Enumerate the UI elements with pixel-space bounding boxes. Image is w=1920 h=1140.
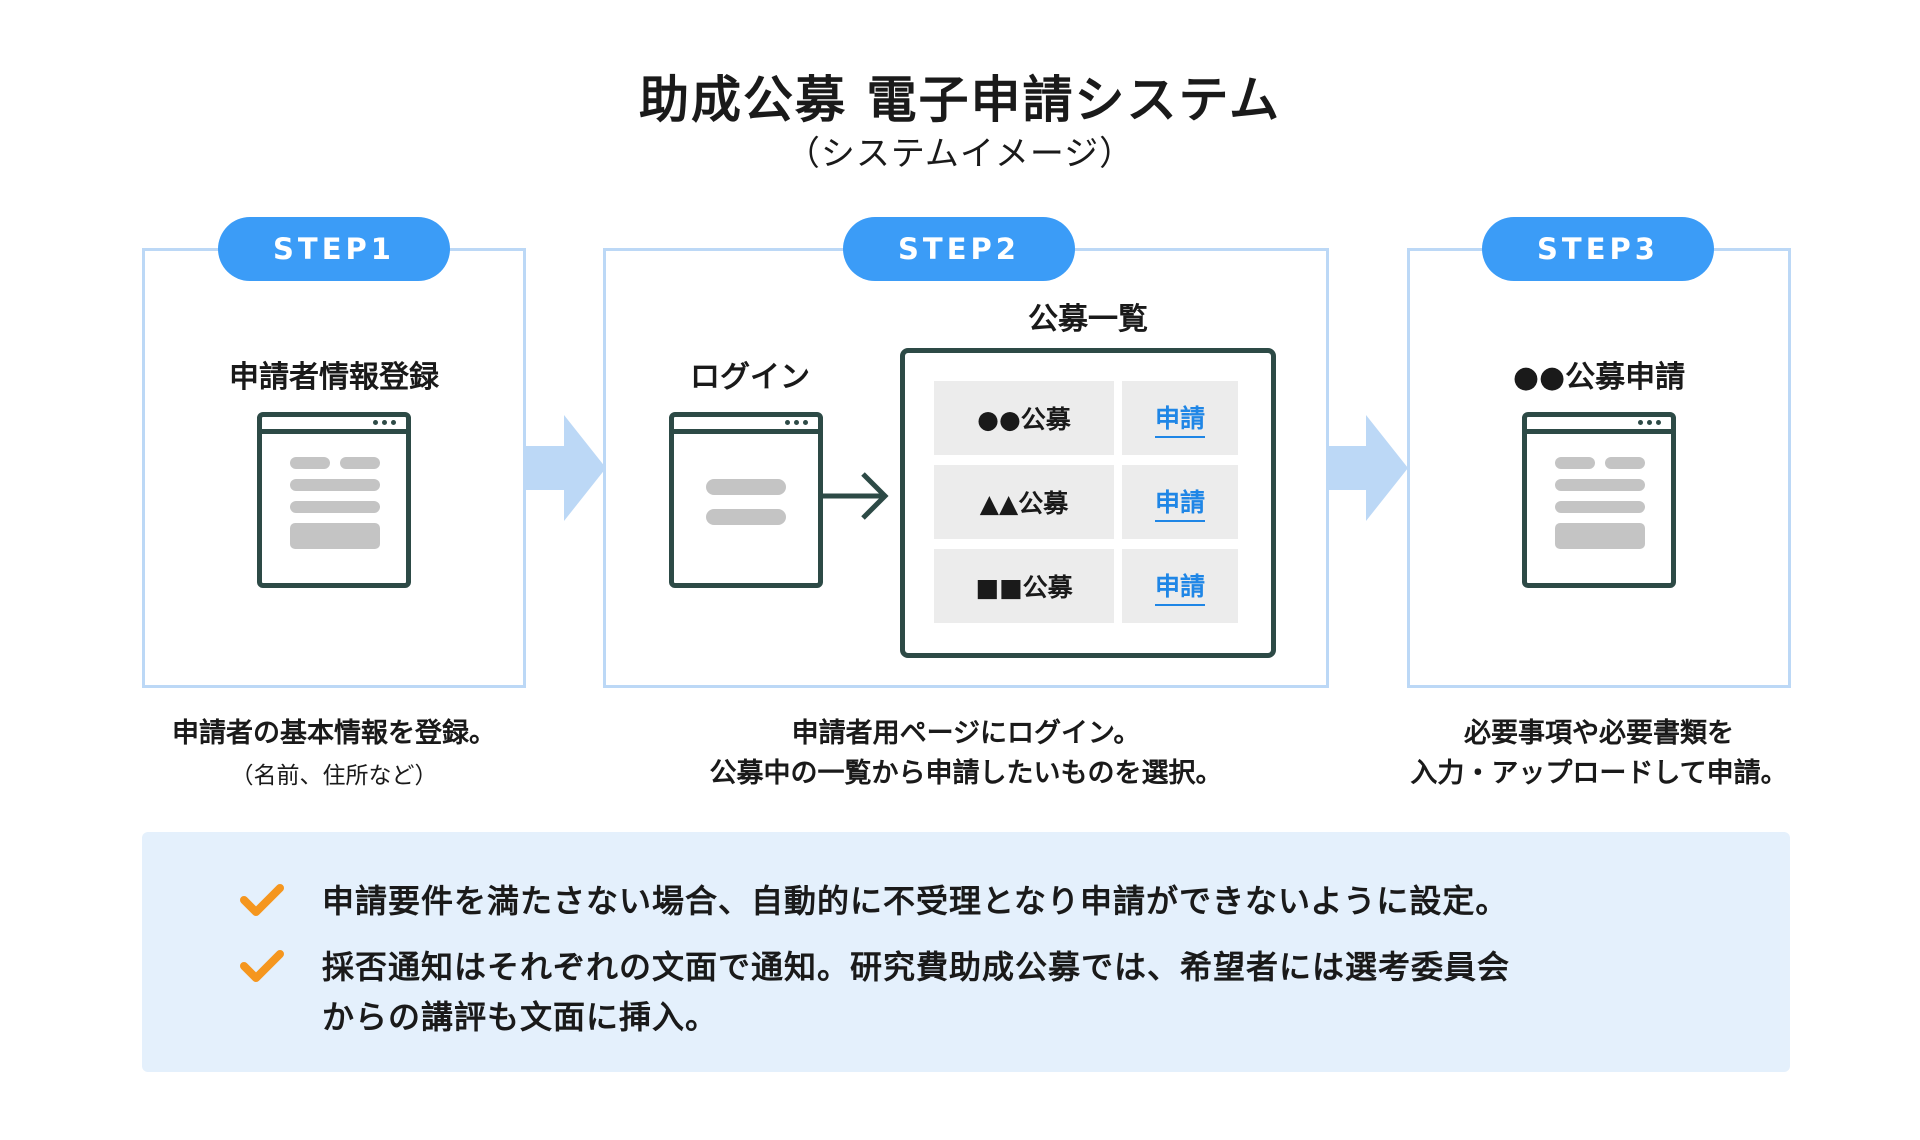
right-arrow-icon — [1328, 415, 1408, 521]
apply-link[interactable]: 申請 — [1122, 465, 1238, 539]
window-titlebar — [674, 417, 818, 429]
step1-description-sub: （名前、住所など） — [230, 763, 438, 789]
note-1: 申請要件を満たさない場合、自動的に不受理となり申請ができないように設定。 — [322, 882, 1509, 920]
step3-description-line2: 入力・アップロードして申請。 — [1410, 758, 1788, 789]
placeholder-line — [1555, 479, 1645, 491]
note-2-line1: 採否通知はそれぞれの文面で通知。研究費助成公募では、希望者には選考委員会 — [322, 948, 1511, 986]
login-label: ログイン — [690, 360, 810, 395]
password-field — [706, 509, 786, 525]
placeholder-line — [290, 479, 380, 491]
step1-label: 申請者情報登録 — [229, 360, 439, 395]
apply-link-label[interactable]: 申請 — [1154, 483, 1205, 522]
check-icon — [240, 884, 284, 916]
step2-badge: STEP2 — [843, 217, 1075, 281]
step2-description-line1: 申請者用ページにログイン。 — [791, 718, 1141, 749]
placeholder-line — [290, 501, 380, 513]
login-field — [706, 479, 786, 495]
window-dot — [794, 420, 799, 425]
page-title: 助成公募 電子申請システム — [639, 71, 1281, 129]
step3-description-line1: 必要事項や必要書類を — [1464, 718, 1734, 749]
call-name: ▲▲公募 — [934, 465, 1114, 539]
step3-badge: STEP3 — [1482, 217, 1714, 281]
placeholder-line — [1555, 501, 1645, 513]
window-titlebar — [262, 417, 406, 429]
apply-link[interactable]: 申請 — [1122, 549, 1238, 623]
step2-description-line2: 公募中の一覧から申請したいものを選択。 — [709, 758, 1223, 789]
window-dot — [785, 420, 790, 425]
window-dot — [1647, 420, 1652, 425]
window-dot — [803, 420, 808, 425]
window-dot — [1656, 420, 1661, 425]
apply-link-label[interactable]: 申請 — [1154, 399, 1205, 438]
placeholder-block — [290, 523, 380, 549]
placeholder-line — [290, 457, 330, 469]
window-dot — [373, 420, 378, 425]
window-dot — [391, 420, 396, 425]
step3-label: ●●公募申請 — [1512, 360, 1686, 395]
placeholder-line — [340, 457, 380, 469]
placeholder-line — [1605, 457, 1645, 469]
step1-badge: STEP1 — [218, 217, 450, 281]
apply-link-label[interactable]: 申請 — [1154, 567, 1205, 606]
form-window-icon — [1522, 412, 1676, 588]
call-name: ■■公募 — [934, 549, 1114, 623]
window-titlebar — [1527, 417, 1671, 429]
step1-description: 申請者の基本情報を登録。 — [172, 718, 496, 749]
arrow-right-icon — [823, 472, 889, 520]
apply-link[interactable]: 申請 — [1122, 381, 1238, 455]
check-icon — [240, 950, 284, 982]
window-divider — [1527, 429, 1671, 434]
placeholder-line — [1555, 457, 1595, 469]
form-window-icon — [257, 412, 411, 588]
login-window-icon — [669, 412, 823, 588]
right-arrow-icon — [526, 415, 606, 521]
call-list: ●●公募 申請 ▲▲公募 申請 ■■公募 申請 — [900, 348, 1276, 658]
notes-box — [142, 832, 1790, 1072]
list-label: 公募一覧 — [1028, 302, 1148, 337]
note-2-line2: からの講評も文面に挿入。 — [322, 998, 719, 1036]
window-divider — [262, 429, 406, 434]
window-dot — [382, 420, 387, 425]
window-dot — [1638, 420, 1643, 425]
page-subtitle: （システムイメージ） — [785, 134, 1135, 174]
window-divider — [674, 429, 818, 434]
placeholder-block — [1555, 523, 1645, 549]
call-name: ●●公募 — [934, 381, 1114, 455]
